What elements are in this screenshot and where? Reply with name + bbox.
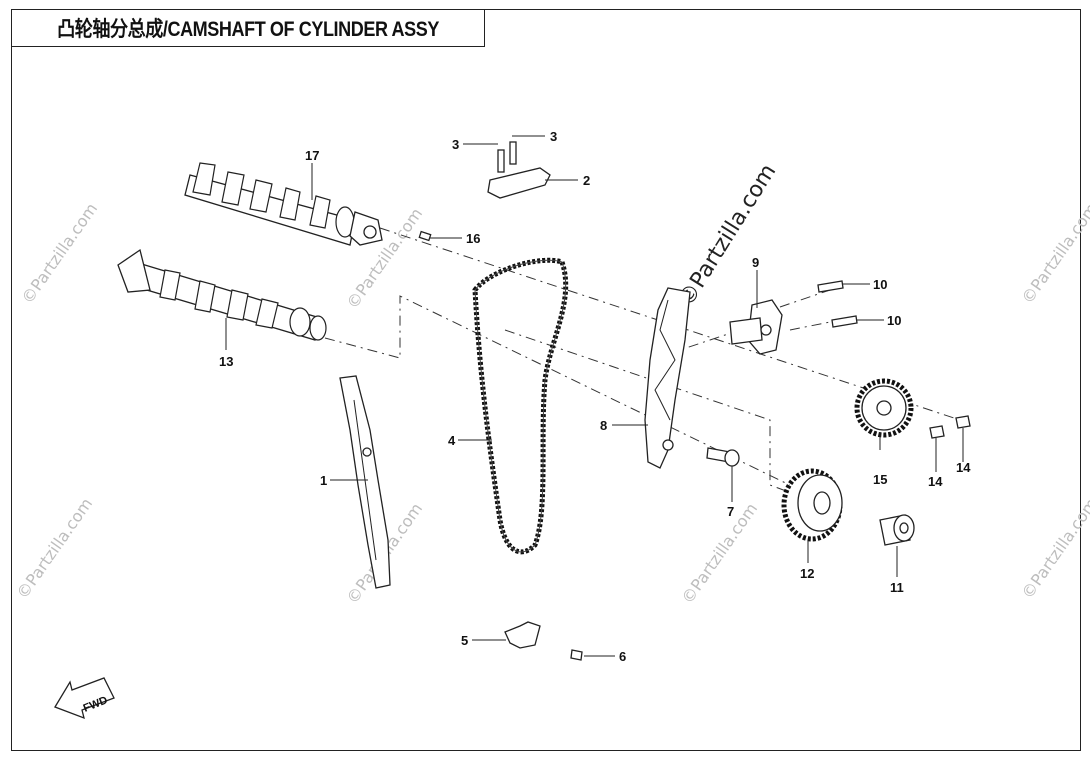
leader-lines bbox=[225, 135, 964, 657]
callout-10b: 10 bbox=[887, 313, 901, 328]
callout-7: 7 bbox=[727, 504, 734, 519]
drawing-frame bbox=[11, 9, 1081, 751]
callout-11: 11 bbox=[890, 580, 904, 595]
watermark: ©Partzilla.com bbox=[1018, 494, 1090, 602]
watermarks: ©Partzilla.com ©Partzilla.com ©Partzilla… bbox=[13, 160, 1090, 607]
callout-1: 1 bbox=[320, 473, 327, 488]
fwd-arrow: FWD bbox=[54, 677, 115, 720]
callout-6: 6 bbox=[619, 649, 626, 664]
watermark: ©Partzilla.com bbox=[1018, 199, 1090, 307]
alignment-lines bbox=[324, 227, 961, 501]
tensioner-9 bbox=[729, 299, 783, 355]
watermark: ©Partzilla.com bbox=[18, 199, 101, 307]
watermark: ©Partzilla.com bbox=[13, 494, 96, 602]
watermark: ©Partzilla.com bbox=[678, 499, 761, 607]
callout-8: 8 bbox=[600, 418, 607, 433]
callout-12: 12 bbox=[800, 566, 814, 581]
callout-4: 4 bbox=[448, 433, 456, 448]
callout-14b: 14 bbox=[956, 460, 971, 475]
callout-17: 17 bbox=[305, 148, 319, 163]
callout-15: 15 bbox=[873, 472, 887, 487]
tensioner-guide-8 bbox=[644, 287, 691, 469]
bracket-2 bbox=[487, 141, 551, 199]
chain-guide-1 bbox=[339, 375, 391, 589]
sprocket-15 bbox=[854, 378, 914, 438]
title-box: 凸轮轴分总成/CAMSHAFT OF CYLINDER ASSY bbox=[11, 9, 485, 47]
vvt-gear-12 bbox=[781, 468, 843, 542]
callout-13: 13 bbox=[219, 354, 233, 369]
callout-3a: 3 bbox=[452, 137, 459, 152]
bolt-11 bbox=[879, 514, 915, 546]
callout-2: 2 bbox=[583, 173, 590, 188]
bracket-5 bbox=[504, 621, 541, 649]
callout-3b: 3 bbox=[550, 129, 557, 144]
camshaft-17 bbox=[184, 162, 432, 246]
bolts-10 bbox=[817, 280, 858, 328]
bolts-14 bbox=[929, 415, 971, 439]
callout-9: 9 bbox=[752, 255, 759, 270]
bolt-7 bbox=[706, 447, 740, 467]
callout-16: 16 bbox=[466, 231, 480, 246]
callout-5: 5 bbox=[461, 633, 468, 648]
callout-numbers: 3 3 2 17 16 13 1 4 8 9 10 10 15 14 14 7 … bbox=[219, 129, 971, 664]
camshaft-13 bbox=[117, 248, 327, 341]
timing-chain-4 bbox=[472, 257, 569, 555]
bolt-6 bbox=[570, 649, 583, 661]
callout-14a: 14 bbox=[928, 474, 943, 489]
callout-10a: 10 bbox=[873, 277, 887, 292]
watermark-center: ©Partzilla.com bbox=[674, 160, 781, 311]
page-title: 凸轮轴分总成/CAMSHAFT OF CYLINDER ASSY bbox=[57, 18, 439, 41]
